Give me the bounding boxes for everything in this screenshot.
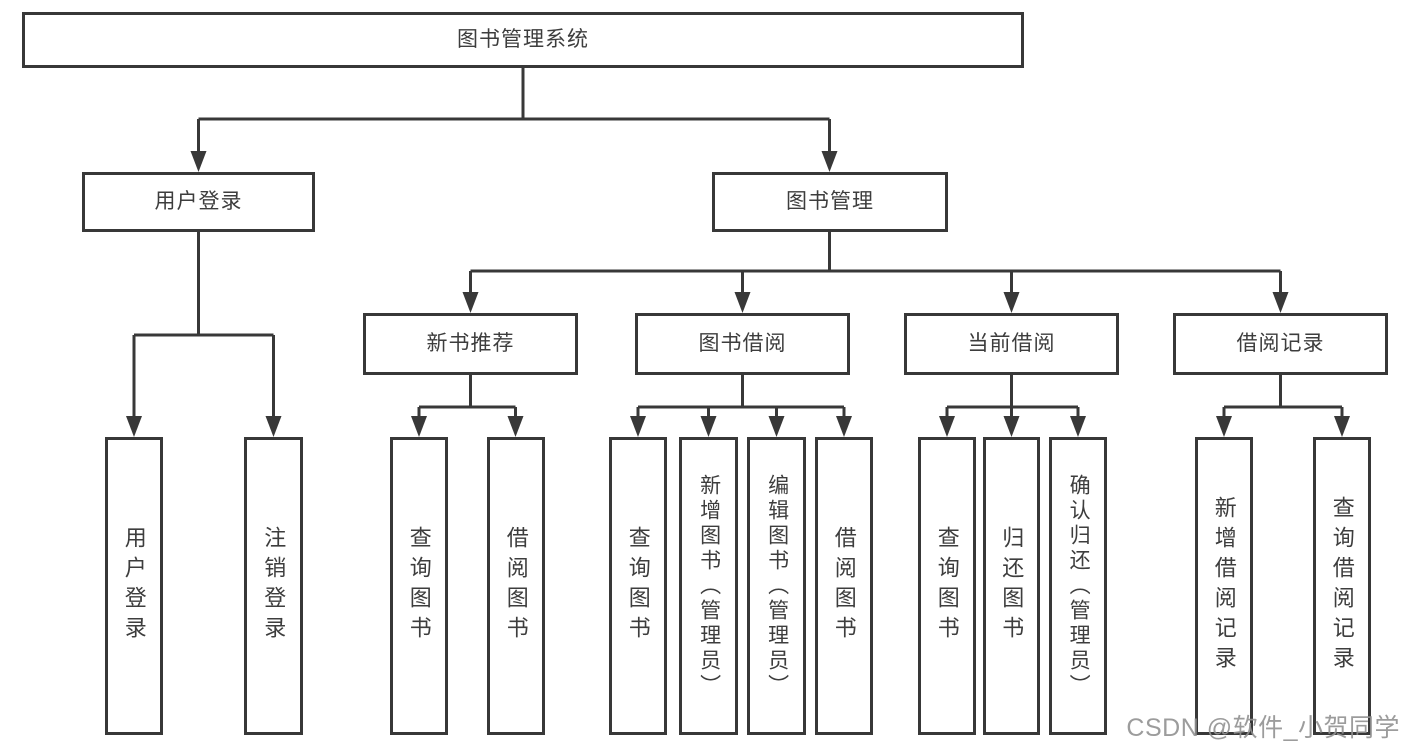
edge-root-to-level1: [190, 68, 838, 172]
node-new-book-recommend: 新书推荐: [363, 313, 578, 375]
node-user-login-leaf: 用户登录: [105, 437, 163, 735]
node-library-system: 图书管理系统: [22, 12, 1024, 68]
node-book-management: 图书管理: [712, 172, 948, 232]
node-cb-return-books: 归还图书: [983, 437, 1040, 735]
node-user-login: 用户登录: [82, 172, 315, 232]
watermark: CSDN @软件_小贺同学: [1126, 714, 1400, 742]
node-borrowing-records: 借阅记录: [1173, 313, 1388, 375]
node-nbr-query-books: 查询图书: [390, 437, 448, 735]
node-bb-borrow-books: 借阅图书: [815, 437, 873, 735]
node-logout-leaf: 注销登录: [244, 437, 303, 735]
node-br-query-record: 查询借阅记录: [1313, 437, 1371, 735]
node-cb-confirm-return: 确认归还（管理员）: [1049, 437, 1107, 735]
node-book-borrowing: 图书借阅: [635, 313, 850, 375]
edge-book-management-to-level2: [462, 232, 1289, 313]
edge-current-borrowing-to-leaves: [939, 375, 1086, 437]
edge-new-book-recommend-to-leaves: [411, 375, 524, 437]
node-bb-edit-books: 编辑图书（管理员）: [747, 437, 806, 735]
node-bb-query-books: 查询图书: [609, 437, 667, 735]
node-nbr-borrow-books: 借阅图书: [487, 437, 545, 735]
node-cb-query-books: 查询图书: [918, 437, 976, 735]
edge-user-login-to-leaves: [126, 232, 282, 437]
node-br-add-record: 新增借阅记录: [1195, 437, 1253, 735]
node-current-borrowing: 当前借阅: [904, 313, 1119, 375]
node-bb-add-books: 新增图书（管理员）: [679, 437, 738, 735]
edge-borrowing-records-to-leaves: [1216, 375, 1350, 437]
edge-book-borrowing-to-leaves: [630, 375, 852, 437]
